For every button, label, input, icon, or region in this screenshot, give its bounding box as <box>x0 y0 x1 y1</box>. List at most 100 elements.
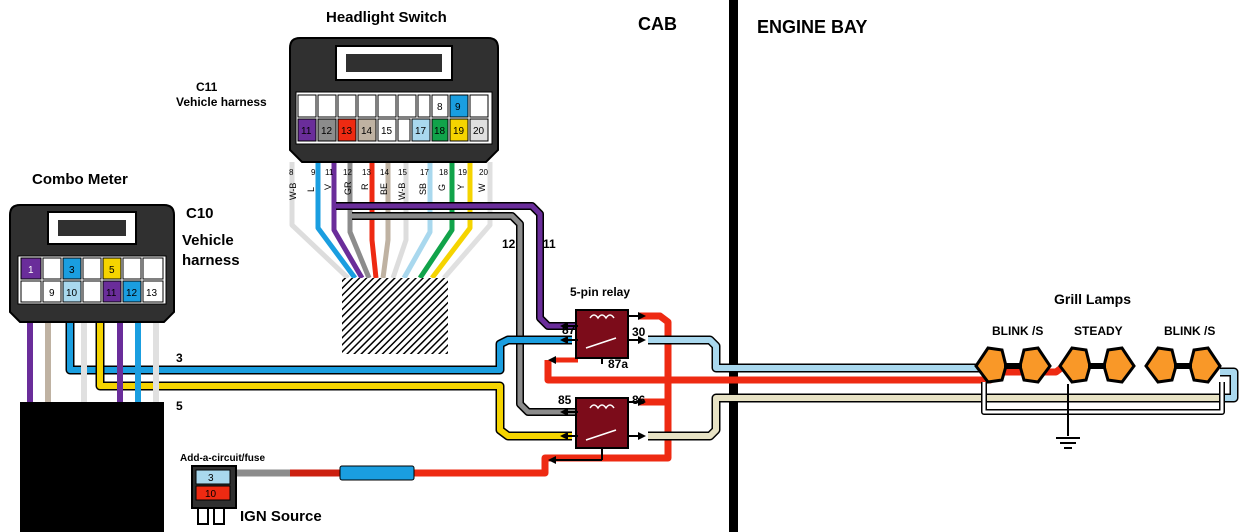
pin-label: 10 <box>66 288 78 299</box>
wire-number: 15 <box>398 168 407 177</box>
c10-connector-id: C10 <box>186 205 214 222</box>
relay-pin-87: 87 <box>562 323 576 337</box>
relay-pin-87a: 87a <box>608 357 628 371</box>
combo-meter-connector: Combo Meter C10 Vehicle harness <box>9 171 240 532</box>
relay-pin-85: 85 <box>558 393 572 407</box>
c11-connector-id: C11 <box>196 80 218 94</box>
wire-color-code: R <box>360 183 370 190</box>
wire-number: 18 <box>439 168 448 177</box>
wire-beige <box>648 395 1222 439</box>
pin-label: 9 <box>49 288 55 299</box>
wire-color-code: L <box>306 187 316 192</box>
wire-color-code: W-B <box>288 183 298 200</box>
wire-color-code: G <box>437 184 447 191</box>
headlight-switch-title: Headlight Switch <box>326 9 447 26</box>
wire-color-code: V <box>323 184 333 190</box>
wire-number: 9 <box>311 168 316 177</box>
relay-2-switch <box>585 429 617 441</box>
wire-11-v <box>331 162 365 280</box>
pin-label: 8 <box>437 102 443 113</box>
wire-20-w <box>442 162 493 280</box>
fuse-title: Add-a-circuit/fuse <box>180 453 265 464</box>
pin-label: 5 <box>109 265 115 276</box>
pin-label: 13 <box>146 288 158 299</box>
wire-8-wb <box>289 162 350 280</box>
wire-color-code: SB <box>418 183 428 195</box>
wire-color-code: BE <box>379 183 389 195</box>
c10-desc-line1: Vehicle <box>182 232 234 249</box>
pin-label: 9 <box>455 102 461 113</box>
wire-17-sb <box>401 162 433 280</box>
relay-pin-86: 86 <box>632 393 646 407</box>
relay-1: 87 30 87a <box>548 309 646 371</box>
wire-12-gr <box>347 162 372 279</box>
pin-label: 12 <box>321 126 333 137</box>
wire-14-be <box>380 162 391 279</box>
wire-number: 8 <box>289 168 294 177</box>
cab-engine-bay-divider <box>729 0 738 532</box>
combo-meter-title: Combo Meter <box>32 171 128 188</box>
wire-5-yellow <box>97 322 572 439</box>
wire-5-label: 5 <box>176 399 183 413</box>
wire-number: 14 <box>380 168 389 177</box>
lamp-center-label: STEADY <box>1074 324 1123 338</box>
wire-ign-red-loop <box>410 312 672 477</box>
relay-title: 5-pin relay <box>570 285 630 299</box>
wire-11-purple <box>336 203 578 329</box>
ign-source-label: IGN Source <box>240 508 322 525</box>
wire-18-g <box>417 162 455 280</box>
pin-label: 17 <box>415 126 427 137</box>
relay-2-coil <box>589 404 615 410</box>
circuit-wires <box>65 202 1239 477</box>
wire-color-code: W <box>477 183 487 192</box>
wire-number: 17 <box>420 168 429 177</box>
pin-label: 15 <box>381 126 393 137</box>
wire-3-blue <box>67 322 572 373</box>
switch-latch-slot <box>346 54 442 72</box>
harness-sleeve <box>342 278 448 354</box>
wire-number-labels: 8 9 11 12 13 14 15 17 18 19 20 <box>289 168 488 177</box>
cab-label: CAB <box>638 14 677 34</box>
lamp-right-icon <box>1144 346 1222 384</box>
inline-butt-connector <box>339 465 415 481</box>
lamp-right-label: BLINK /S <box>1164 324 1215 338</box>
wire-color-code: GR <box>343 181 353 195</box>
fuse-top-value: 3 <box>208 473 214 484</box>
wire-13-r <box>369 162 379 279</box>
wire-12-label: 12 <box>502 237 516 251</box>
relay-2: 85 86 <box>548 393 646 464</box>
c11-connector-desc: Vehicle harness <box>176 95 267 109</box>
wire-number: 20 <box>479 168 488 177</box>
pin-label: 19 <box>453 126 465 137</box>
wire-color-labels: W-B L V GR R BE W-B SB G Y W <box>288 181 487 200</box>
lamp-left-label: BLINK /S <box>992 324 1043 338</box>
wire-12-gray <box>352 213 578 415</box>
lamp-center-icon <box>1058 346 1136 384</box>
pin-label: 11 <box>301 126 312 137</box>
engine-bay-label: ENGINE BAY <box>757 17 867 37</box>
wire-11-label: 11 <box>543 237 556 251</box>
wire-lightblue-outline <box>648 335 980 373</box>
grill-lamps-title: Grill Lamps <box>1054 291 1131 307</box>
ground-icon <box>1056 437 1080 449</box>
fuse-bottom-value: 10 <box>205 489 217 500</box>
wire-number: 11 <box>325 168 334 177</box>
wire-lightblue <box>648 337 980 371</box>
lamp-left-icon <box>974 346 1052 384</box>
pin-label: 13 <box>341 126 353 137</box>
wire-number: 12 <box>343 168 352 177</box>
pin-label: 12 <box>126 288 138 299</box>
wire-15-wb <box>390 162 409 279</box>
wire-9-l <box>315 162 358 280</box>
add-a-circuit-fuse: Add-a-circuit/fuse 3 10 IGN Source <box>180 453 415 525</box>
wire-number: 19 <box>458 168 467 177</box>
ground-bus <box>982 382 1224 414</box>
pin-label: 14 <box>361 126 373 137</box>
relay-1-coil <box>589 314 615 320</box>
pin-label: 18 <box>434 126 446 137</box>
relay-pin-30: 30 <box>632 325 646 339</box>
wire-3-outline <box>65 322 572 375</box>
headlight-harness-wires <box>289 162 493 280</box>
relay-1-switch <box>585 337 617 349</box>
wire-19-y <box>430 162 473 280</box>
